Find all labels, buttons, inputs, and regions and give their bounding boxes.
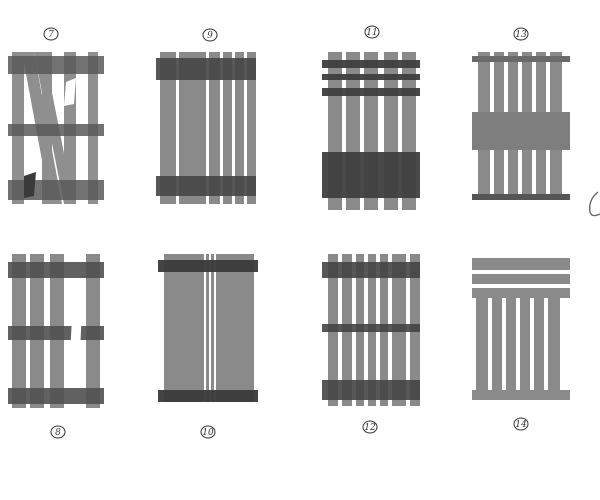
svg-text:8: 8: [55, 428, 61, 438]
pencil-stroke-mark: [588, 191, 600, 217]
svg-text:14: 14: [515, 420, 527, 430]
sketch-label-13: 13: [513, 27, 529, 41]
crate-three-rails-icon: [8, 254, 104, 408]
sketch-label-7: 7: [43, 27, 59, 41]
svg-text:12: 12: [364, 423, 376, 433]
crate-dense-slats-icon: [322, 254, 420, 406]
crate-diagonal-braced-icon: [8, 52, 104, 204]
sketch-label-14: 14: [513, 417, 529, 431]
svg-text:11: 11: [366, 28, 377, 38]
svg-text:10: 10: [202, 428, 214, 438]
crate-center-band-icon: [472, 52, 570, 200]
svg-text:13: 13: [515, 30, 527, 40]
sketch-label-8: 8: [50, 425, 66, 439]
svg-text:7: 7: [48, 30, 54, 40]
svg-text:9: 9: [207, 31, 213, 41]
crate-wide-panel-icon: [158, 254, 258, 402]
crate-top-stripes-icon: [322, 52, 420, 210]
sketch-label-12: 12: [362, 420, 378, 434]
sketch-label-11: 11: [364, 25, 380, 39]
crate-vertical-slats-icon: [156, 52, 256, 204]
sketch-label-10: 10: [200, 425, 216, 439]
crate-top-board-icon: [472, 258, 570, 400]
sketch-label-9: 9: [202, 28, 218, 42]
